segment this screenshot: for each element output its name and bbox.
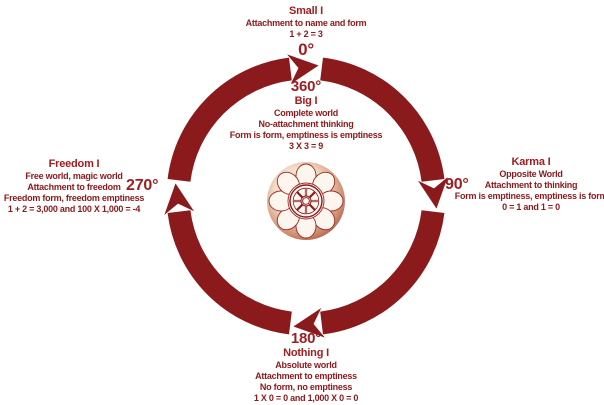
station-line: Attachment to emptiness [255,370,357,381]
degree-label-360: 360° [290,78,322,95]
station-line: 1 + 2 = 3 [289,28,323,39]
station-line: 3 X 3 = 9 [288,140,324,151]
station-line: 0 = 1 and 1 = 0 [502,201,560,212]
dharma-wheel-icon [289,184,323,218]
station-freedom-i: Freedom I Free world, magic world Attach… [3,158,145,215]
station-line: No-attachment thinking [258,118,354,129]
arc-segment-right [319,57,448,209]
station-line: Opposite World [499,168,563,179]
station-title: Freedom I [48,158,100,170]
station-line: No form, no emptiness [259,381,353,392]
degree-label-0: 0° [298,39,314,59]
station-line: Freedom form, freedom emptiness [3,192,145,203]
station-title: Nothing I [283,347,329,359]
degree-label-180: 180° [290,330,322,347]
station-line: 1 X 0 = 0 and 1,000 X 0 = 0 [253,392,359,403]
degree-label-90: 90° [445,176,469,193]
station-title: Big I [294,95,318,107]
arc-segment-top [167,54,319,183]
station-nothing-i: 180° Nothing I Absolute world Attachment… [253,330,359,404]
station-line: Attachment to name and form [245,17,367,28]
station-line: 1 + 2 = 3,000 and 100 X 1,000 = -4 [7,203,141,214]
station-small-i: Small I Attachment to name and form 1 + … [246,5,367,59]
lotus-icon [267,162,345,240]
station-line: Form is emptiness, emptiness is form [454,190,604,201]
swirl-icon [302,197,310,205]
degree-label-270: 270° [126,177,159,194]
station-karma-i: Karma I Opposite World Attachment to thi… [455,156,604,213]
station-title: Karma I [511,156,551,168]
arc-segment-bottom [293,209,445,338]
station-line: Absolute world [275,359,337,370]
station-title: Small I [288,5,324,17]
arc-segment-left [164,183,293,335]
station-line: Attachment to thinking [484,179,578,190]
station-line: Complete world [273,107,338,118]
station-line: Form is form, emptiness is emptiness [229,129,383,140]
station-line: Free world, magic world [25,170,123,181]
station-big-i: 360° Big I Complete world No-attachment … [230,78,383,152]
station-line: Attachment to freedom [27,181,121,192]
